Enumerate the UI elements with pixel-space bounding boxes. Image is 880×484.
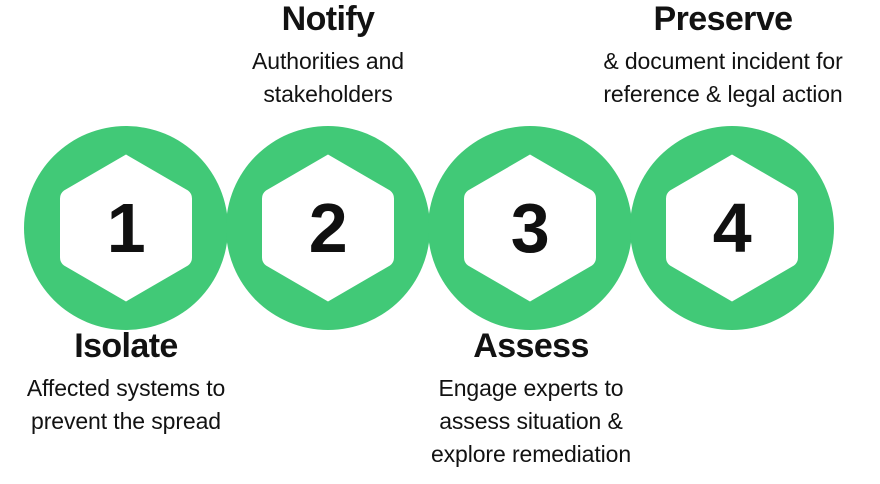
step-badge-1: 1	[24, 126, 228, 330]
step-badge-3: 3	[428, 126, 632, 330]
step-title-assess: Assess	[473, 327, 589, 365]
step-badge-4: 4	[630, 126, 834, 330]
step-description-line: assess situation &	[439, 408, 623, 434]
step-title-isolate: Isolate	[74, 327, 178, 365]
step-description-assess: Engage experts to assess situation & exp…	[396, 372, 666, 471]
step-badge-2: 2	[226, 126, 430, 330]
step-description-line: Engage experts to	[438, 375, 624, 401]
step-description-line: & document incident for	[603, 48, 843, 74]
step-description-notify: Authorities and stakeholders	[188, 45, 468, 111]
step-description-line: Authorities and	[252, 48, 404, 74]
hexagon-icon	[666, 154, 798, 302]
step-number-4: 4	[712, 189, 752, 267]
step-description-line: prevent the spread	[31, 408, 221, 434]
step-caption-notify: Notify Authorities and stakeholders	[188, 0, 468, 111]
hexagon-icon	[60, 154, 192, 302]
step-description-isolate: Affected systems to prevent the spread	[0, 372, 256, 438]
step-number-3: 3	[510, 189, 550, 267]
step-description-line: Affected systems to	[26, 375, 226, 401]
step-description-line: explore remediation	[430, 441, 632, 467]
step-description-line: stakeholders	[263, 81, 393, 107]
step-number-2: 2	[308, 189, 348, 267]
step-description-line: reference & legal action	[603, 81, 843, 107]
step-caption-assess: Assess Engage experts to assess situatio…	[396, 326, 666, 471]
step-number-1: 1	[106, 189, 146, 267]
hexagon-icon	[464, 154, 596, 302]
step-caption-isolate: Isolate Affected systems to prevent the …	[0, 326, 256, 438]
step-title-notify: Notify	[281, 0, 375, 38]
step-description-preserve: & document incident for reference & lega…	[568, 45, 878, 111]
step-caption-preserve: Preserve & document incident for referen…	[568, 0, 878, 111]
step-title-preserve: Preserve	[653, 0, 793, 38]
hexagon-icon	[262, 154, 394, 302]
